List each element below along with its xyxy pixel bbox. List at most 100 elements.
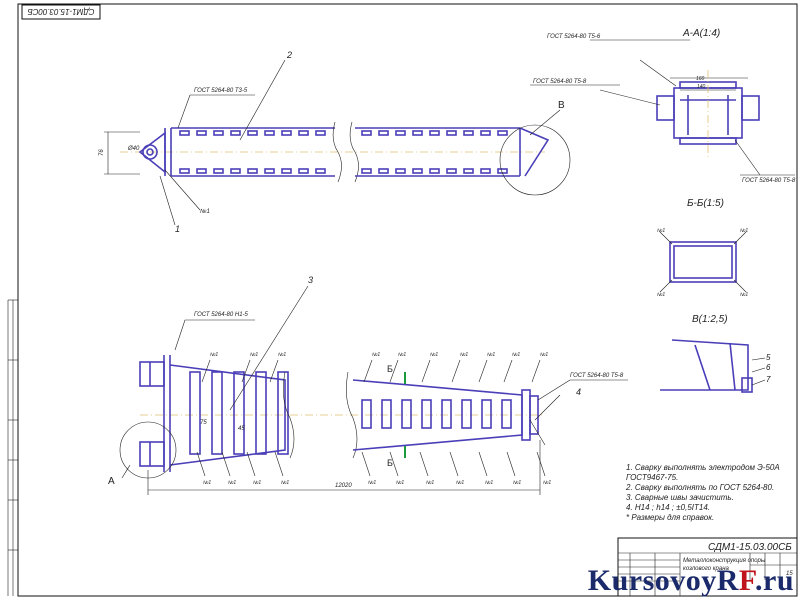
- slot: [196, 168, 207, 174]
- title-block: [617, 537, 798, 597]
- weld-bb-1: №1: [657, 228, 665, 234]
- lattice-bar: [401, 399, 412, 429]
- view-label-v: В: [558, 100, 565, 111]
- stamp-name-2: козлового крана: [683, 566, 730, 572]
- slot: [480, 130, 491, 136]
- callout-1: 1: [175, 224, 180, 234]
- section-title-bb: Б-Б(1:5): [687, 198, 724, 209]
- lattice-bar: [441, 399, 452, 429]
- slot: [395, 130, 406, 136]
- section-bb: [659, 231, 747, 293]
- dim-pin: Ø40: [127, 146, 140, 152]
- weld-tag: №1: [430, 352, 438, 358]
- slot: [378, 130, 389, 136]
- slot: [429, 130, 440, 136]
- slot: [378, 168, 389, 174]
- slot: [264, 130, 275, 136]
- watermark-logo: KursovoyRF.ru: [587, 564, 794, 597]
- weld-tag: №1: [372, 352, 380, 358]
- weld-tag: №1: [426, 480, 434, 486]
- lattice-bar: [277, 371, 289, 455]
- slot: [298, 168, 309, 174]
- slot: [230, 168, 241, 174]
- slot: [412, 130, 423, 136]
- note-4: 4. H14 ; h14 ; ±0,5IT14.: [626, 503, 710, 512]
- slot: [298, 130, 309, 136]
- slot: [213, 168, 224, 174]
- detail-circle-v: [499, 124, 571, 196]
- rotated-code: СДМ1-15.03.00СБ: [27, 7, 94, 16]
- note-5: * Размеры для справок.: [626, 513, 714, 522]
- weld-tag: №1: [228, 480, 236, 486]
- weld-tag: №1: [456, 480, 464, 486]
- weld-tag: №1: [485, 480, 493, 486]
- section-title-aa: А-А(1:4): [682, 28, 720, 39]
- slot: [429, 168, 440, 174]
- weld-tag: №1: [281, 480, 289, 486]
- dim-76: 76: [99, 149, 105, 156]
- dim-pitch-45: 45: [238, 426, 245, 432]
- view-v-detail: [660, 339, 766, 393]
- weld-tag: №1: [398, 352, 406, 358]
- slot: [213, 130, 224, 136]
- section-aa: [530, 39, 795, 176]
- left-binding-strip: [7, 299, 18, 596]
- slot: [315, 168, 326, 174]
- slot: [315, 130, 326, 136]
- weld-tag: №1: [203, 480, 211, 486]
- view-label-a: А: [108, 476, 115, 487]
- weld-tag: №1: [250, 352, 258, 358]
- weld-n1-top: №1: [200, 208, 210, 215]
- lattice-bar: [501, 399, 512, 429]
- weld-tag: №1: [368, 480, 376, 486]
- weld-note-aa-bottom: ГОСТ 5264-80 Т5-8: [742, 178, 796, 184]
- slot: [179, 168, 190, 174]
- weld-tag: №1: [540, 352, 548, 358]
- slot: [446, 168, 457, 174]
- weld-tag: №1: [543, 480, 551, 486]
- section-title-v: В(1:2,5): [692, 314, 728, 325]
- slot: [281, 130, 292, 136]
- lattice-bar: [233, 371, 245, 455]
- rotated-code-box: [21, 4, 101, 20]
- beam-top-view: [104, 59, 571, 226]
- callout-2: 2: [286, 50, 292, 60]
- lattice-bar: [481, 399, 492, 429]
- slot: [361, 168, 372, 174]
- dim-aa-160: 160: [696, 76, 705, 82]
- weld-tag: №1: [487, 352, 495, 358]
- callout-5: 5: [766, 353, 771, 362]
- weld-note-top: ГОСТ 5264-80 Т3-5: [194, 88, 248, 94]
- slot: [463, 168, 474, 174]
- callout-3: 3: [308, 275, 313, 285]
- weld-bb-4: №1: [740, 292, 748, 298]
- stamp-code: СДМ1-15.03.00СБ: [708, 542, 792, 553]
- lattice-bar: [361, 399, 372, 429]
- slot: [480, 168, 491, 174]
- lattice-bar: [189, 371, 201, 455]
- note-3: 3. Сварные швы зачистить.: [626, 493, 734, 502]
- note-2: 2. Сварку выполнять по ГОСТ 5264-80.: [625, 483, 774, 492]
- weld-tag: №1: [396, 480, 404, 486]
- callout-7: 7: [766, 375, 771, 384]
- weld-note-left-mid: ГОСТ 5264-80 Н1-5: [194, 312, 249, 318]
- break-line-left: [332, 121, 342, 183]
- lattice-bar: [255, 371, 267, 455]
- break-line-right: [349, 121, 359, 183]
- weld-tag: №1: [512, 352, 520, 358]
- slot: [247, 168, 258, 174]
- slot: [196, 130, 207, 136]
- lattice-slots-top: [179, 130, 508, 174]
- pin-hole: [142, 144, 158, 160]
- callout-4: 4: [576, 387, 581, 397]
- dim-length: 12020: [335, 483, 352, 489]
- stamp-sheet-number: 15: [786, 571, 793, 577]
- weld-note-aa-top: ГОСТ 5264-80 Т5-6: [547, 34, 601, 40]
- slot: [497, 130, 508, 136]
- slot: [361, 130, 372, 136]
- weld-tag: №1: [460, 352, 468, 358]
- lattice-bar: [381, 399, 392, 429]
